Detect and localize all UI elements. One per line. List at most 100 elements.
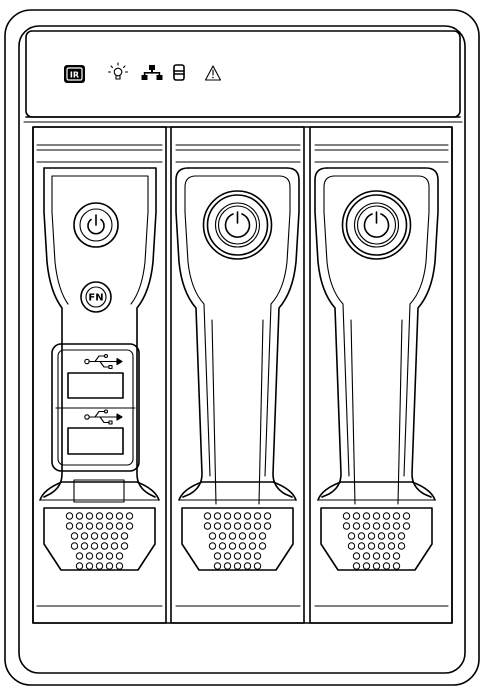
grip-hole <box>392 522 401 530</box>
grip-hole <box>115 552 124 560</box>
fn-label: FN <box>88 293 103 304</box>
grip-dots-bay-1 <box>203 512 272 570</box>
power-button[interactable] <box>73 202 119 248</box>
grip-hole <box>243 562 252 570</box>
grip-hole <box>238 542 247 550</box>
grip-hole <box>402 512 411 520</box>
grip-hole <box>248 542 257 550</box>
grip-hole <box>367 532 376 540</box>
grip-hole <box>120 532 129 540</box>
grip-hole <box>362 522 371 530</box>
grip-hole <box>258 532 267 540</box>
control-panel <box>32 126 167 624</box>
grip-hole <box>243 522 252 530</box>
grip-hole <box>342 522 351 530</box>
outer-casing <box>4 9 480 686</box>
bay-2-lock[interactable] <box>341 190 412 260</box>
grip-hole <box>208 532 217 540</box>
grip-hole <box>213 512 222 520</box>
light-bulb-icon <box>107 62 129 80</box>
grip-hole <box>115 512 124 520</box>
grip-hole <box>105 512 114 520</box>
grip-hole <box>203 512 212 520</box>
grip-hole <box>397 542 406 550</box>
drive-bay-2 <box>309 126 453 624</box>
usb-port-bottom[interactable] <box>67 427 124 455</box>
grip-hole <box>243 512 252 520</box>
grip-hole <box>223 562 232 570</box>
grip-hole <box>233 562 242 570</box>
grip-hole <box>223 512 232 520</box>
grip-hole <box>223 552 232 560</box>
grip-hole <box>253 552 262 560</box>
grip-hole <box>120 542 129 550</box>
grip-hole <box>362 512 371 520</box>
grip-hole <box>115 562 124 570</box>
grip-hole <box>372 562 381 570</box>
grip-hole <box>382 552 391 560</box>
grip-hole <box>387 532 396 540</box>
grip-hole <box>85 562 94 570</box>
grip-hole <box>75 522 84 530</box>
grip-hole <box>125 522 134 530</box>
grip-hole <box>90 532 99 540</box>
grip-hole <box>263 522 272 530</box>
grip-hole <box>125 512 134 520</box>
grip-hole <box>203 522 212 530</box>
grip-hole <box>85 522 94 530</box>
grip-hole <box>263 512 272 520</box>
usb-panel <box>51 343 140 472</box>
grip-dots-bay-2 <box>342 512 411 570</box>
grip-hole <box>105 562 114 570</box>
grip-hole <box>213 552 222 560</box>
grip-hole <box>382 512 391 520</box>
grip-hole <box>95 552 104 560</box>
grip-hole <box>95 522 104 530</box>
grip-dots-left <box>65 512 134 570</box>
grip-hole <box>397 532 406 540</box>
grip-hole <box>218 532 227 540</box>
grip-hole <box>382 522 391 530</box>
grip-hole <box>377 542 386 550</box>
grip-hole <box>85 512 94 520</box>
lock-icon <box>224 211 251 238</box>
grip-hole <box>100 542 109 550</box>
grip-hole <box>75 512 84 520</box>
fn-button[interactable]: FN <box>80 281 112 313</box>
grip-hole <box>253 562 262 570</box>
usb-icon-top <box>84 353 123 370</box>
grip-hole <box>228 542 237 550</box>
network-icon <box>141 65 163 80</box>
grip-hole <box>362 562 371 570</box>
drive-bay-1 <box>170 126 305 624</box>
grip-hole <box>208 542 217 550</box>
grip-hole <box>352 522 361 530</box>
grip-hole <box>387 542 396 550</box>
grip-hole <box>95 512 104 520</box>
grip-hole <box>253 522 262 530</box>
usb-icon-bottom <box>84 409 123 425</box>
grip-hole <box>243 552 252 560</box>
grip-hole <box>115 522 124 530</box>
grip-hole <box>233 512 242 520</box>
grip-hole <box>228 532 237 540</box>
grip-hole <box>367 542 376 550</box>
ir-icon: IR <box>64 65 85 83</box>
bay-1-lock[interactable] <box>202 190 273 260</box>
grip-hole <box>357 542 366 550</box>
grip-hole <box>357 532 366 540</box>
grip-hole <box>347 542 356 550</box>
usb-port-top[interactable] <box>67 372 124 399</box>
power-icon <box>87 214 105 235</box>
grip-hole <box>372 512 381 520</box>
grip-hole <box>70 532 79 540</box>
grip-hole <box>95 562 104 570</box>
grip-hole <box>223 522 232 530</box>
grip-hole <box>218 542 227 550</box>
grip-hole <box>238 532 247 540</box>
grip-hole <box>233 522 242 530</box>
grip-hole <box>248 532 257 540</box>
grip-hole <box>347 532 356 540</box>
grip-hole <box>392 562 401 570</box>
grip-hole <box>352 552 361 560</box>
